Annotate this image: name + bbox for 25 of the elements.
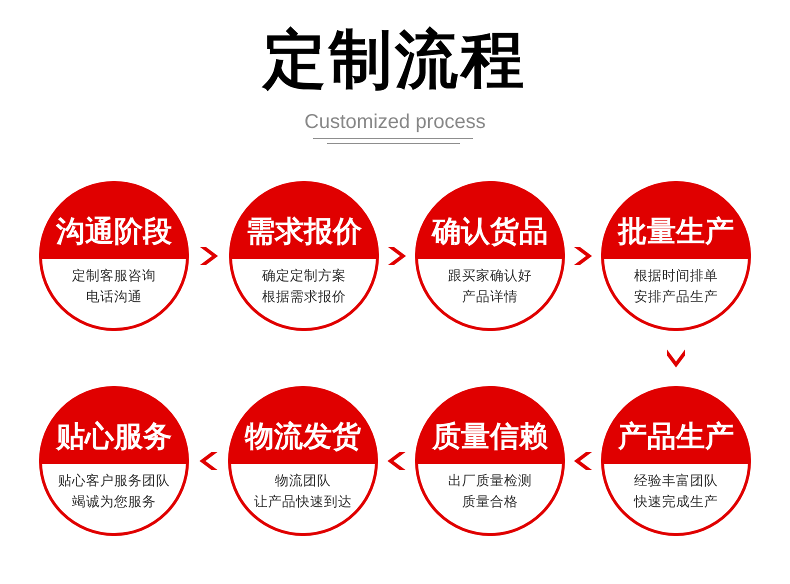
step-title: 物流发货 (245, 418, 361, 454)
step-description: 物流团队让产品快速到达 (254, 472, 352, 512)
title: 定制流程 (263, 22, 527, 98)
step-description: 出厂质量检测质量合格 (448, 472, 532, 512)
subtitle: Customized process (304, 110, 486, 135)
step-description: 贴心客户服务团队竭诚为您服务 (58, 472, 170, 512)
step-title: 质量信赖 (432, 418, 548, 454)
step-title: 确认货品 (432, 213, 548, 249)
chevron-arrow (200, 452, 218, 470)
chevron-arrow (200, 247, 218, 265)
chevron-arrow (574, 452, 592, 470)
step-title: 批量生产 (618, 213, 734, 249)
step-description: 经验丰富团队快速完成生产 (634, 472, 718, 512)
step-title: 产品生产 (618, 418, 734, 454)
step-title: 需求报价 (246, 213, 362, 249)
step-description: 跟买家确认好产品详情 (448, 267, 532, 307)
chevron-arrow (388, 247, 406, 265)
chevron-arrow (388, 452, 406, 470)
step-title: 贴心服务 (56, 418, 172, 454)
chevron-arrow (574, 247, 592, 265)
chevron-arrow (667, 350, 685, 368)
step-title: 沟通阶段 (56, 213, 172, 249)
step-description: 根据时间排单安排产品生产 (634, 267, 718, 307)
step-description: 确定定制方案根据需求报价 (262, 267, 346, 307)
step-description: 定制客服咨询电话沟通 (72, 267, 156, 307)
